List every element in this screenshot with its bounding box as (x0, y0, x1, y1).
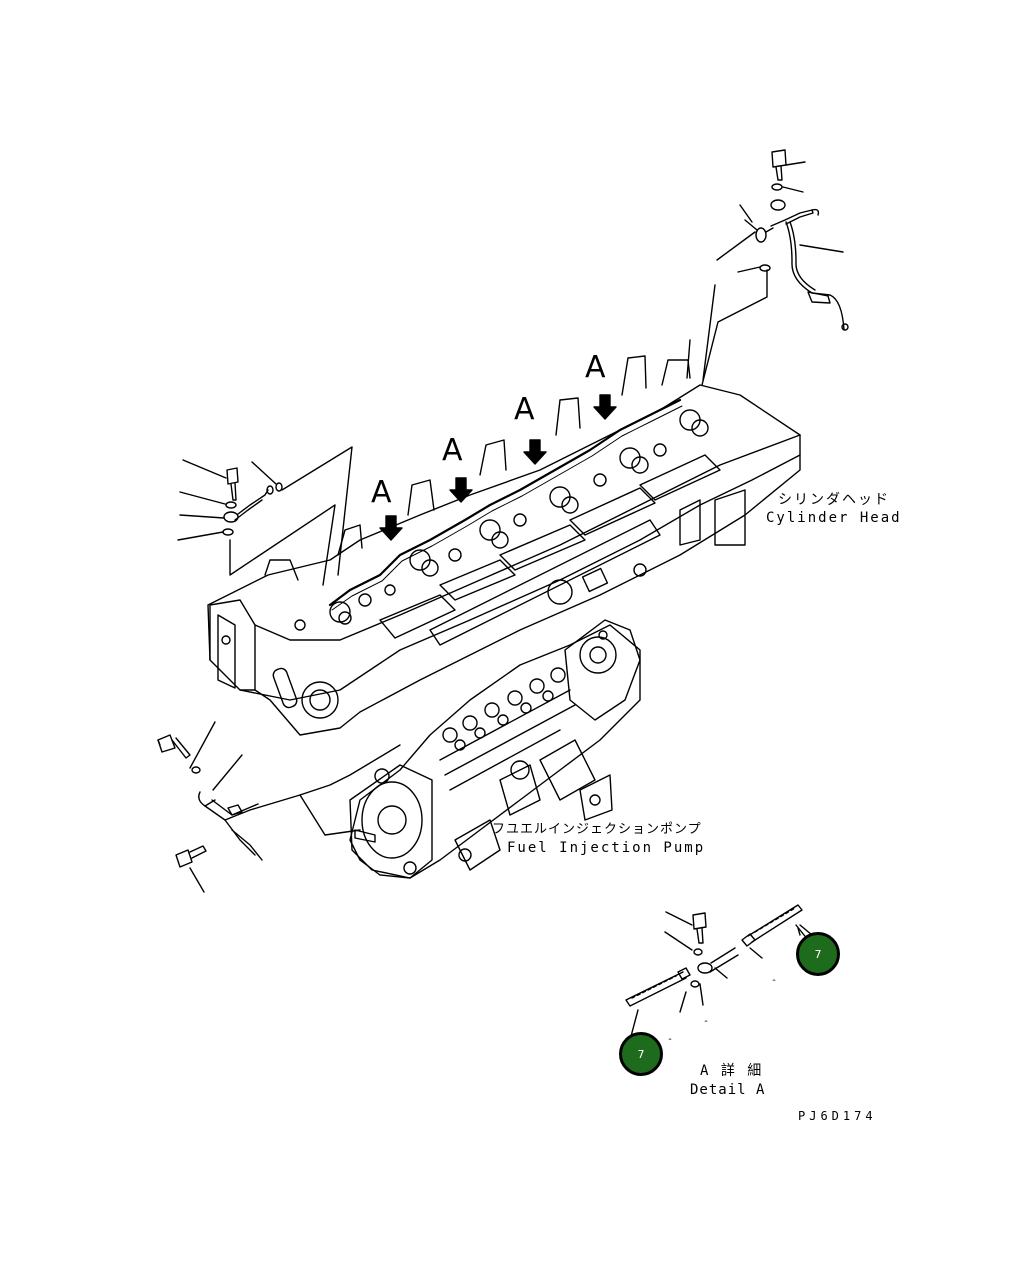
callout-7-left[interactable]: 7 (619, 1032, 663, 1076)
dash-mark-2: - (703, 1016, 710, 1027)
fuel-injection-pump (349, 619, 641, 879)
view-a-label-3: A (514, 392, 535, 427)
left-pipe-parts (177, 446, 353, 586)
view-a-label-2: A (442, 433, 463, 468)
lower-left-pipe (157, 721, 401, 893)
detail-a-title-en: Detail A (690, 1082, 766, 1098)
cylinder-head-label-jp: シリンダヘッド (778, 492, 890, 508)
view-a-label-4: A (585, 350, 606, 385)
cylinder-head-label-en: Cylinder Head (766, 510, 902, 526)
cylinder-head (207, 355, 801, 736)
callout-number: 7 (814, 947, 822, 961)
detail-a-drawing (625, 904, 809, 1041)
drawing-code: PJ6D174 (798, 1109, 877, 1123)
pump-label-jp: フユエルインジェクションポンプ (492, 822, 702, 837)
callout-7-right[interactable]: 7 (796, 932, 840, 976)
pump-label-en: Fuel Injection Pump (507, 840, 706, 856)
callout-number: 7 (637, 1047, 645, 1061)
dash-mark-1: - (771, 975, 778, 986)
return-pipe-assembly (686, 149, 849, 386)
dash-mark-3: - (667, 1034, 674, 1045)
view-a-label-1: A (371, 475, 392, 510)
detail-a-title-jp: A 詳 細 (700, 1063, 764, 1079)
